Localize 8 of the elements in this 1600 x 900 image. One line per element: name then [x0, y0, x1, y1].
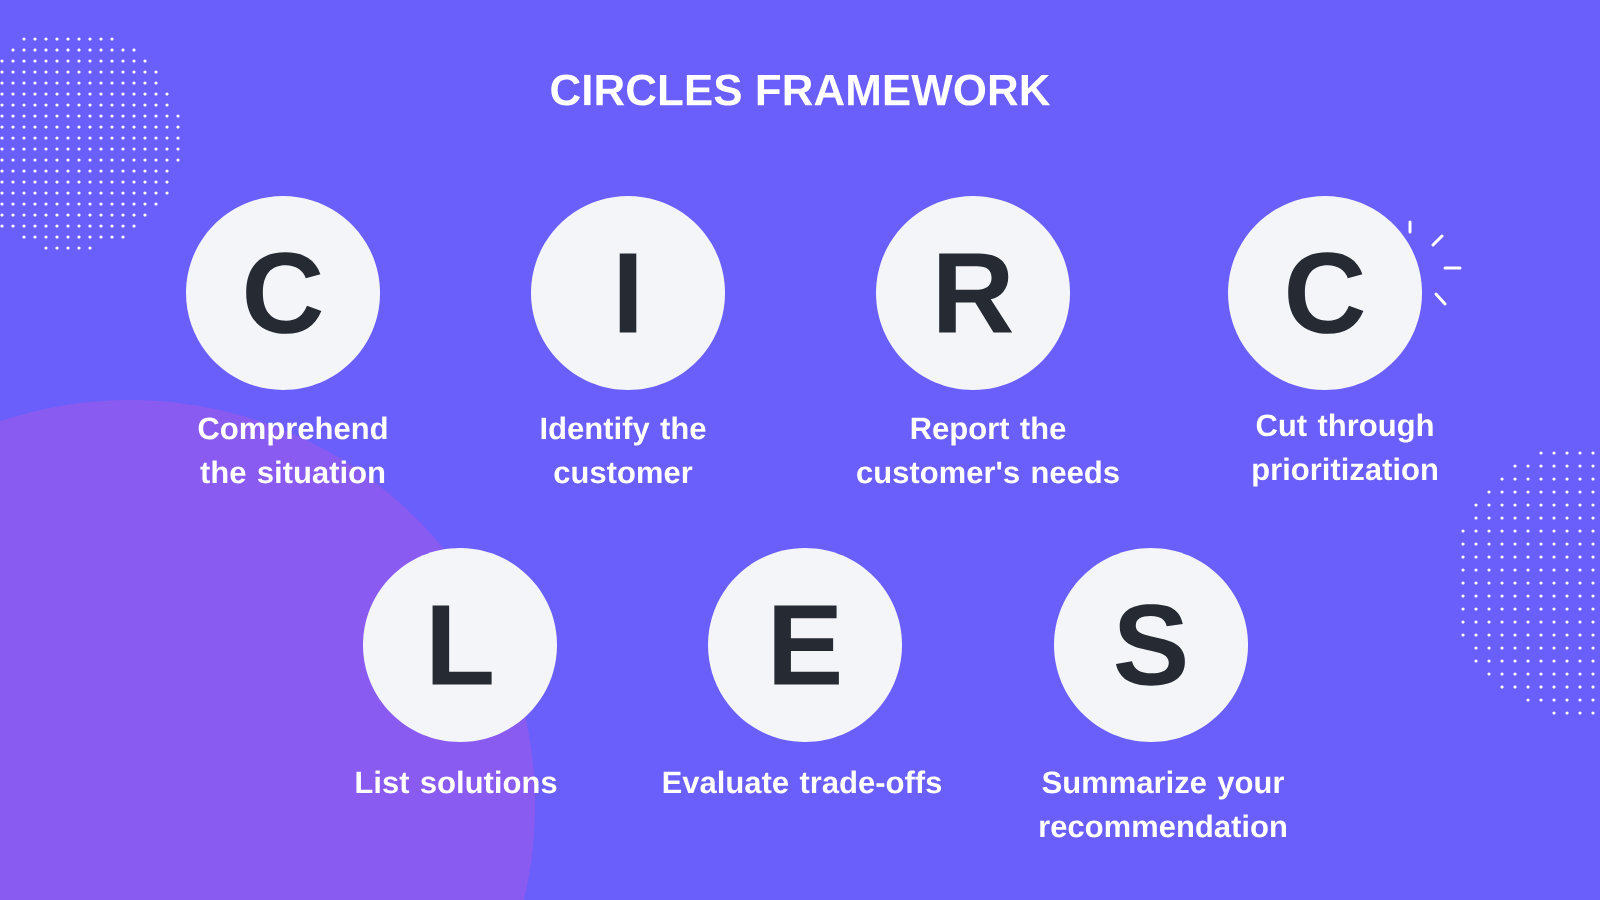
node-label: Summarize your recommendation — [1040, 770, 1286, 838]
node-label: Report the customer's needs — [857, 416, 1119, 484]
node-label: Comprehend the situation — [198, 416, 387, 484]
node-label: Identify the customer — [541, 416, 706, 484]
title: CIRCLES FRAMEWORK — [551, 74, 1051, 106]
node-label: Evaluate trade-offs — [663, 770, 942, 794]
node-label: Cut through prioritization — [1253, 413, 1437, 487]
node-label: List solutions — [356, 770, 557, 794]
